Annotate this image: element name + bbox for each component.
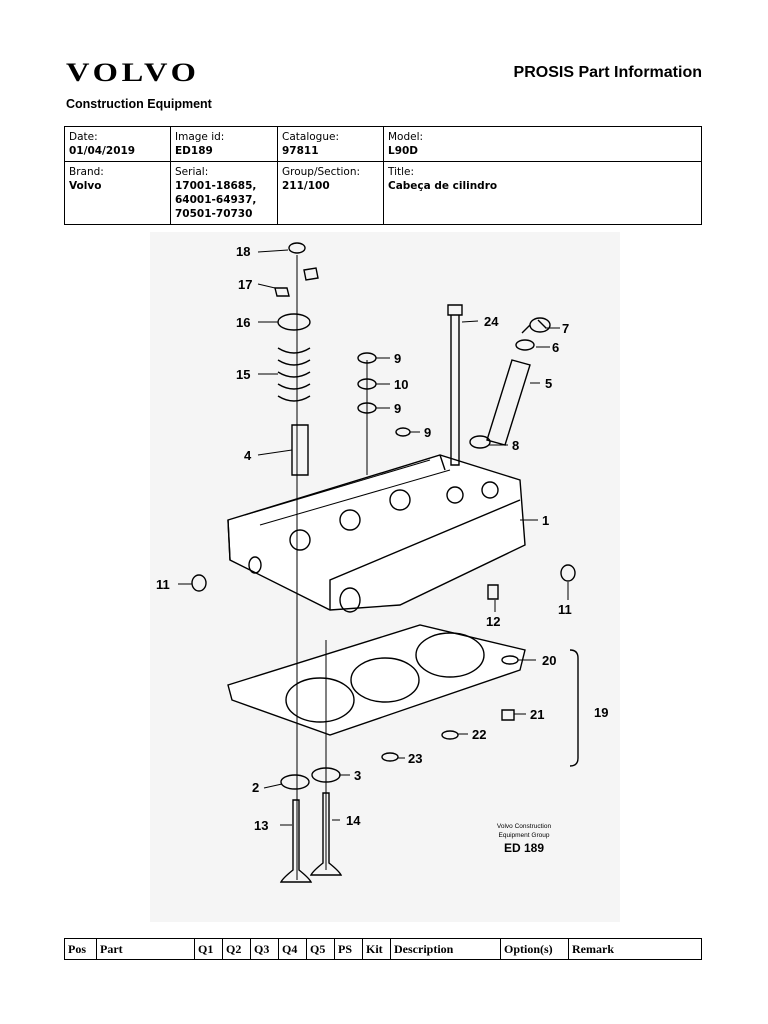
date-cell: Date:01/04/2019 bbox=[64, 126, 171, 162]
callout-24: 24 bbox=[484, 314, 499, 329]
exploded-view-diagram: 18 17 16 15 4 11 24 7 6 5 9 10 9 9 8 1 1… bbox=[150, 232, 620, 922]
callout-10: 10 bbox=[394, 377, 408, 392]
callout-7: 7 bbox=[562, 321, 569, 336]
callout-3: 3 bbox=[354, 768, 361, 783]
subtitle: Construction Equipment bbox=[66, 97, 212, 111]
callout-19: 19 bbox=[594, 705, 608, 720]
col-q1: Q1 bbox=[194, 938, 223, 960]
callout-6: 6 bbox=[552, 340, 559, 355]
model-cell: Model:L90D bbox=[383, 126, 702, 162]
volvo-logo: VOLVO bbox=[66, 58, 200, 87]
callout-9-top: 9 bbox=[394, 351, 401, 366]
callout-13: 13 bbox=[254, 818, 268, 833]
callout-4: 4 bbox=[244, 448, 252, 463]
col-ps: PS bbox=[334, 938, 363, 960]
metadata-table: Date:01/04/2019 Image id:ED189 Catalogue… bbox=[64, 126, 702, 225]
callout-8: 8 bbox=[512, 438, 519, 453]
callout-9-middle: 9 bbox=[394, 401, 401, 416]
catalogue-cell: Catalogue:97811 bbox=[277, 126, 384, 162]
callout-18: 18 bbox=[236, 244, 250, 259]
caption-line-1: Volvo Construction bbox=[497, 823, 552, 830]
callout-14: 14 bbox=[346, 813, 361, 828]
col-q3: Q3 bbox=[250, 938, 279, 960]
col-options: Option(s) bbox=[500, 938, 569, 960]
caption-code: ED 189 bbox=[504, 841, 544, 855]
callout-2: 2 bbox=[252, 780, 259, 795]
cylinder-head-block bbox=[227, 454, 526, 611]
callout-9-lower: 9 bbox=[424, 425, 431, 440]
callout-16: 16 bbox=[236, 315, 250, 330]
col-remark: Remark bbox=[568, 938, 702, 960]
col-description: Description bbox=[390, 938, 501, 960]
title-cell: Title:Cabeça de cilindro bbox=[383, 161, 702, 225]
document-title: PROSIS Part Information bbox=[513, 64, 702, 81]
brand-cell: Brand:Volvo bbox=[64, 161, 171, 225]
col-q5: Q5 bbox=[306, 938, 335, 960]
callout-23: 23 bbox=[408, 751, 422, 766]
callout-15: 15 bbox=[236, 367, 250, 382]
serial-cell: Serial:17001-18685, 64001-64937, 70501-7… bbox=[170, 161, 278, 225]
group-section-cell: Group/Section:211/100 bbox=[277, 161, 384, 225]
col-part: Part bbox=[96, 938, 195, 960]
callout-12: 12 bbox=[486, 614, 500, 629]
parts-table-header: Pos Part Q1 Q2 Q3 Q4 Q5 PS Kit Descripti… bbox=[64, 938, 702, 960]
image-id-cell: Image id:ED189 bbox=[170, 126, 278, 162]
caption-line-2: Equipment Group bbox=[499, 832, 550, 839]
callout-22: 22 bbox=[472, 727, 486, 742]
col-q4: Q4 bbox=[278, 938, 307, 960]
callout-21: 21 bbox=[530, 707, 544, 722]
callout-17: 17 bbox=[238, 277, 252, 292]
head-gasket bbox=[227, 624, 526, 736]
col-kit: Kit bbox=[362, 938, 391, 960]
callout-11-right: 11 bbox=[558, 602, 572, 617]
col-q2: Q2 bbox=[222, 938, 251, 960]
col-pos: Pos bbox=[64, 938, 97, 960]
callout-11-left: 11 bbox=[156, 577, 170, 592]
callout-1: 1 bbox=[542, 513, 549, 528]
callout-20: 20 bbox=[542, 653, 556, 668]
callout-5: 5 bbox=[545, 376, 552, 391]
